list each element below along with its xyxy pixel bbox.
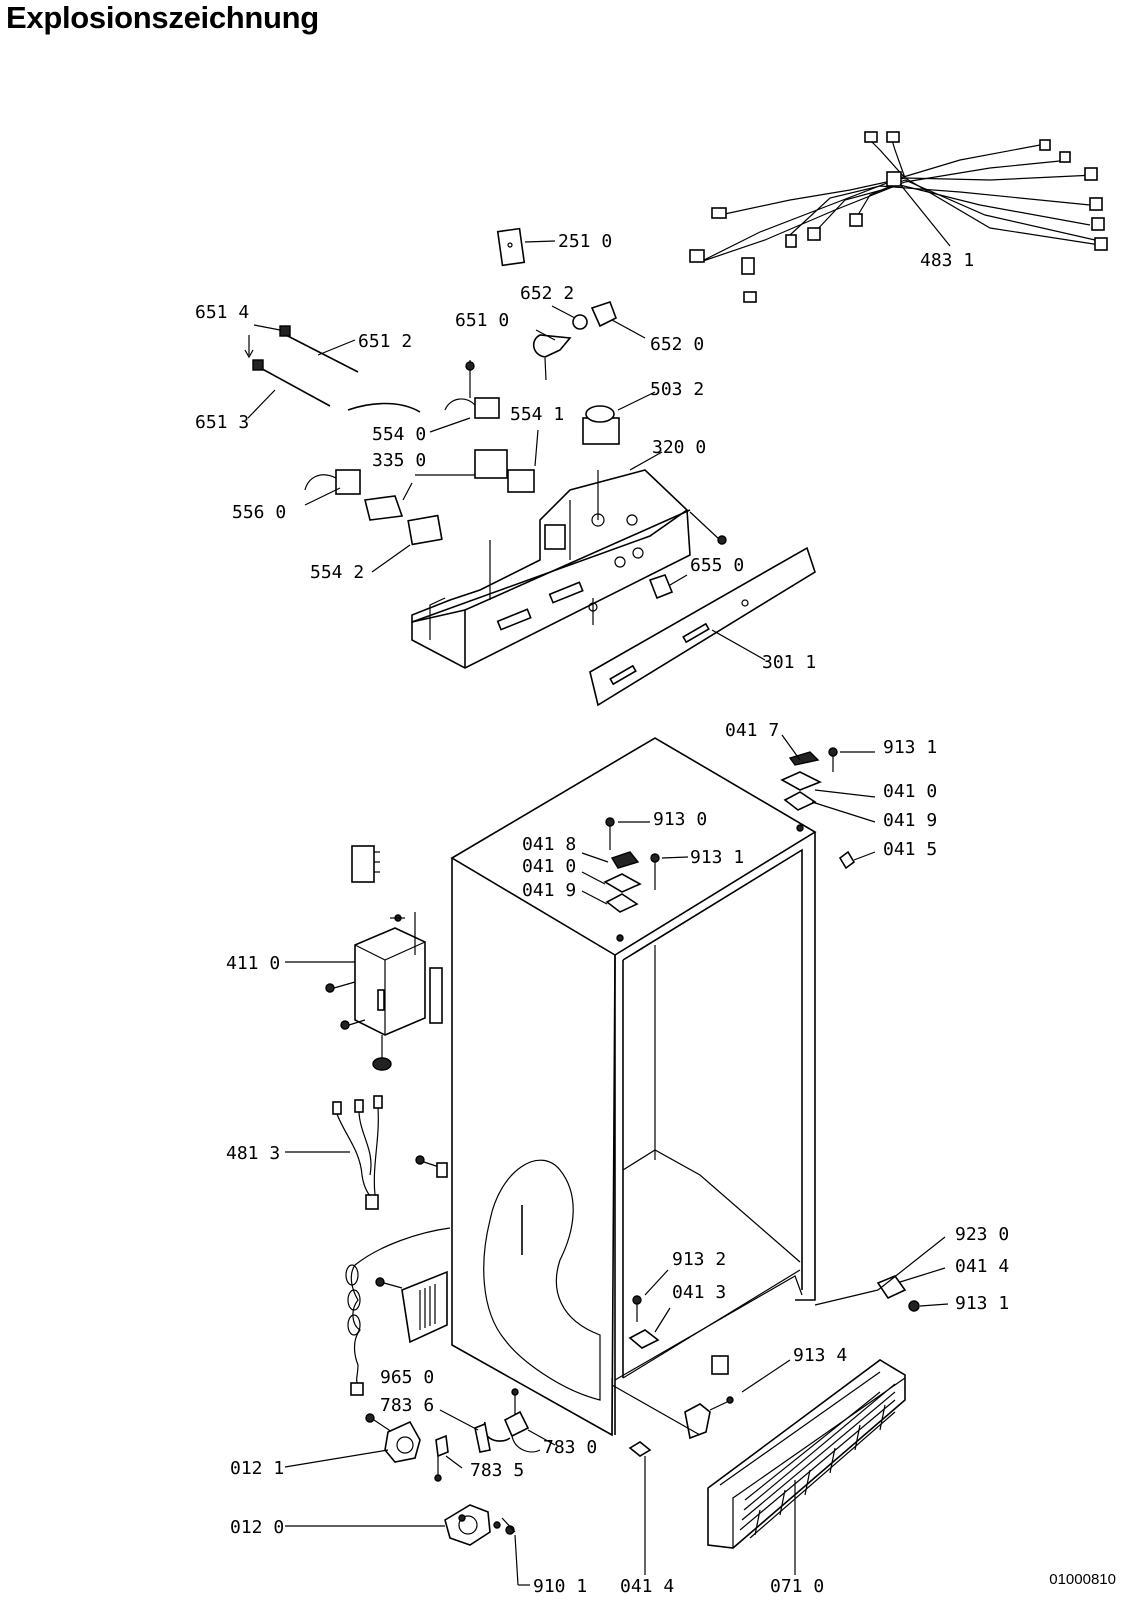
label-6513: 651 3 bbox=[195, 412, 249, 433]
trim-strip-3011 bbox=[589, 546, 816, 707]
thermostat-capillary-6512 bbox=[244, 324, 359, 419]
label-0415: 041 5 bbox=[883, 839, 937, 860]
label-6522: 652 2 bbox=[520, 283, 574, 304]
label-0410-right: 041 0 bbox=[883, 781, 937, 802]
label-2510: 251 0 bbox=[558, 231, 612, 252]
foot-0413 bbox=[628, 1269, 671, 1349]
label-0414-bottom: 041 4 bbox=[620, 1576, 674, 1597]
label-0419-center: 041 9 bbox=[522, 880, 576, 901]
label-5032: 503 2 bbox=[650, 379, 704, 400]
door-switch-6550 bbox=[648, 574, 688, 600]
compressor-part-0121 bbox=[284, 1413, 421, 1468]
label-5560: 556 0 bbox=[232, 502, 286, 523]
foot-0414-bottom bbox=[628, 1441, 652, 1575]
label-6512: 651 2 bbox=[358, 331, 412, 352]
label-6550: 655 0 bbox=[690, 555, 744, 576]
label-7836: 783 6 bbox=[380, 1395, 434, 1416]
compressor-relay-5032 bbox=[582, 391, 656, 445]
label-0417: 041 7 bbox=[725, 720, 779, 741]
label-0120: 012 0 bbox=[230, 1517, 284, 1538]
label-0121: 012 1 bbox=[230, 1458, 284, 1479]
hose bbox=[347, 402, 421, 413]
document-number: 01000810 bbox=[1049, 1571, 1116, 1588]
label-3200: 320 0 bbox=[652, 437, 706, 458]
label-0418: 041 8 bbox=[522, 834, 576, 855]
drain-hose-7830 bbox=[434, 1388, 556, 1482]
control-panel-housing bbox=[371, 451, 727, 669]
label-plate-2510 bbox=[496, 227, 556, 267]
label-4813: 481 3 bbox=[226, 1143, 280, 1164]
cabinet bbox=[450, 737, 817, 1437]
label-5542: 554 2 bbox=[310, 562, 364, 583]
cable-set-4813 bbox=[285, 1095, 448, 1210]
connector-block bbox=[351, 845, 380, 883]
label-9132: 913 2 bbox=[672, 1249, 726, 1270]
power-cord-and-bracket-9650 bbox=[345, 1227, 451, 1396]
part-number-labels: 483 1 251 0 652 2 651 0 652 0 651 4 651 … bbox=[195, 231, 1009, 1597]
label-6510: 651 0 bbox=[455, 310, 509, 331]
electronic-box-4110 bbox=[285, 912, 443, 1071]
label-9130: 913 0 bbox=[653, 809, 707, 830]
label-0419-right: 041 9 bbox=[883, 810, 937, 831]
label-4831: 483 1 bbox=[920, 250, 974, 271]
label-9131-bottom: 913 1 bbox=[955, 1293, 1009, 1314]
label-3011: 301 1 bbox=[762, 652, 816, 673]
label-6514: 651 4 bbox=[195, 302, 249, 323]
label-0710: 071 0 bbox=[770, 1576, 824, 1597]
label-9134: 913 4 bbox=[793, 1345, 847, 1366]
label-0413: 041 3 bbox=[672, 1282, 726, 1303]
switch-5540 bbox=[429, 360, 500, 433]
label-5541: 554 1 bbox=[510, 404, 564, 425]
lamp-socket-6520 bbox=[532, 300, 646, 381]
label-7835: 783 5 bbox=[470, 1460, 524, 1481]
switch-housings-3350 bbox=[304, 429, 539, 521]
upper-hinge-center bbox=[581, 817, 689, 913]
label-0414-right: 041 4 bbox=[955, 1256, 1009, 1277]
page-title: Explosionszeichnung bbox=[6, 0, 319, 35]
wiring-harness bbox=[689, 131, 1108, 303]
label-9650: 965 0 bbox=[380, 1367, 434, 1388]
label-5540: 554 0 bbox=[372, 424, 426, 445]
compressor-part-0120 bbox=[285, 1504, 530, 1586]
label-9230: 923 0 bbox=[955, 1224, 1009, 1245]
label-9131-center: 913 1 bbox=[690, 847, 744, 868]
label-3350: 335 0 bbox=[372, 450, 426, 471]
kickplate-grille-0710 bbox=[707, 1359, 906, 1575]
hinge-bracket-0414-right bbox=[814, 1236, 949, 1312]
label-9101: 910 1 bbox=[533, 1576, 587, 1597]
upper-hinge-right bbox=[780, 734, 876, 870]
label-7830: 783 0 bbox=[543, 1437, 597, 1458]
label-9131-top: 913 1 bbox=[883, 737, 937, 758]
label-4110: 411 0 bbox=[226, 953, 280, 974]
label-6520: 652 0 bbox=[650, 334, 704, 355]
bottom-bracket-9134 bbox=[611, 1355, 791, 1440]
label-0410-center: 041 0 bbox=[522, 856, 576, 877]
